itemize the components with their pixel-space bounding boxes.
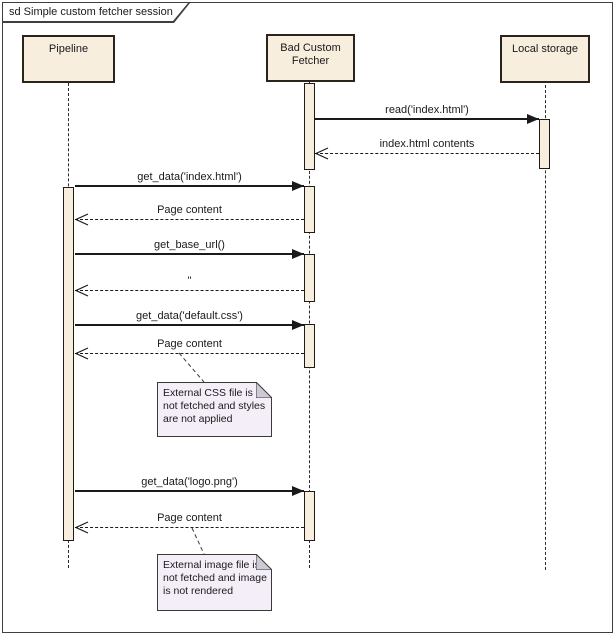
activation-fetcher-5 bbox=[304, 491, 315, 541]
message-label-get-base-url: get_base_url() bbox=[154, 239, 225, 251]
note-fold-icon bbox=[256, 554, 272, 570]
message-label-get-data-index: get_data('index.html') bbox=[137, 171, 242, 183]
open-arrowhead-icon bbox=[74, 284, 89, 297]
note-text: External CSS file is not fetched and sty… bbox=[163, 387, 266, 425]
note-anchor-line bbox=[178, 352, 205, 383]
lifeline-local-storage bbox=[545, 85, 546, 570]
message-label-get-data-logo: get_data('logo.png') bbox=[141, 476, 238, 488]
message-line-page-content-2 bbox=[75, 353, 304, 354]
message-line-page-content-1 bbox=[75, 219, 304, 220]
activation-fetcher-3 bbox=[304, 254, 315, 302]
message-line-get-base-url bbox=[75, 253, 304, 255]
note-css-not-fetched: External CSS file is not fetched and sty… bbox=[157, 382, 272, 437]
message-label-page-content-3: Page content bbox=[157, 512, 222, 524]
solid-arrowhead-icon bbox=[292, 486, 304, 496]
open-arrowhead-icon bbox=[74, 521, 89, 534]
solid-arrowhead-icon bbox=[292, 249, 304, 259]
message-label-read-index: read('index.html') bbox=[385, 104, 469, 116]
message-line-get-data-logo bbox=[75, 490, 304, 492]
message-line-get-data-css bbox=[75, 324, 304, 326]
message-label-index-contents: index.html contents bbox=[379, 138, 475, 150]
lifeline-head-bad-custom-fetcher: Bad Custom Fetcher bbox=[266, 34, 355, 82]
open-arrowhead-icon bbox=[74, 213, 89, 226]
note-image-not-fetched: External image file is not fetched and i… bbox=[157, 554, 272, 611]
message-line-page-content-3 bbox=[75, 527, 304, 528]
activation-fetcher-2 bbox=[304, 186, 315, 233]
message-label-get-data-css: get_data('default.css') bbox=[136, 310, 243, 322]
message-line-index-contents bbox=[315, 153, 539, 154]
message-label-page-content-2: Page content bbox=[157, 338, 222, 350]
lifeline-name-local-storage: Local storage bbox=[511, 43, 579, 55]
lifeline-name-bad-custom-fetcher: Bad Custom Fetcher bbox=[280, 42, 341, 67]
solid-arrowhead-icon bbox=[292, 181, 304, 191]
note-fold-icon bbox=[256, 382, 272, 398]
open-arrowhead-icon bbox=[74, 347, 89, 360]
solid-arrowhead-icon bbox=[527, 114, 539, 124]
activation-fetcher-4 bbox=[304, 324, 315, 368]
lifeline-head-local-storage: Local storage bbox=[500, 35, 590, 83]
solid-arrowhead-icon bbox=[292, 320, 304, 330]
activation-local-storage bbox=[539, 119, 550, 169]
open-arrowhead-icon bbox=[314, 147, 329, 160]
lifeline-head-pipeline: Pipeline bbox=[22, 35, 115, 83]
message-label-page-content-1: Page content bbox=[157, 204, 222, 216]
frame-tab bbox=[3, 3, 188, 21]
lifeline-name-pipeline: Pipeline bbox=[48, 43, 89, 55]
message-label-empty-string: '' bbox=[187, 275, 192, 287]
message-line-get-data-index bbox=[75, 185, 304, 187]
message-line-read-index bbox=[315, 118, 539, 120]
activation-pipeline bbox=[63, 187, 74, 541]
activation-fetcher-1 bbox=[304, 83, 315, 170]
note-anchor-line bbox=[191, 527, 205, 555]
note-text: External image file is not fetched and i… bbox=[163, 559, 267, 597]
diagram-title: sd Simple custom fetcher session bbox=[9, 6, 173, 18]
message-line-empty-string bbox=[75, 290, 304, 291]
